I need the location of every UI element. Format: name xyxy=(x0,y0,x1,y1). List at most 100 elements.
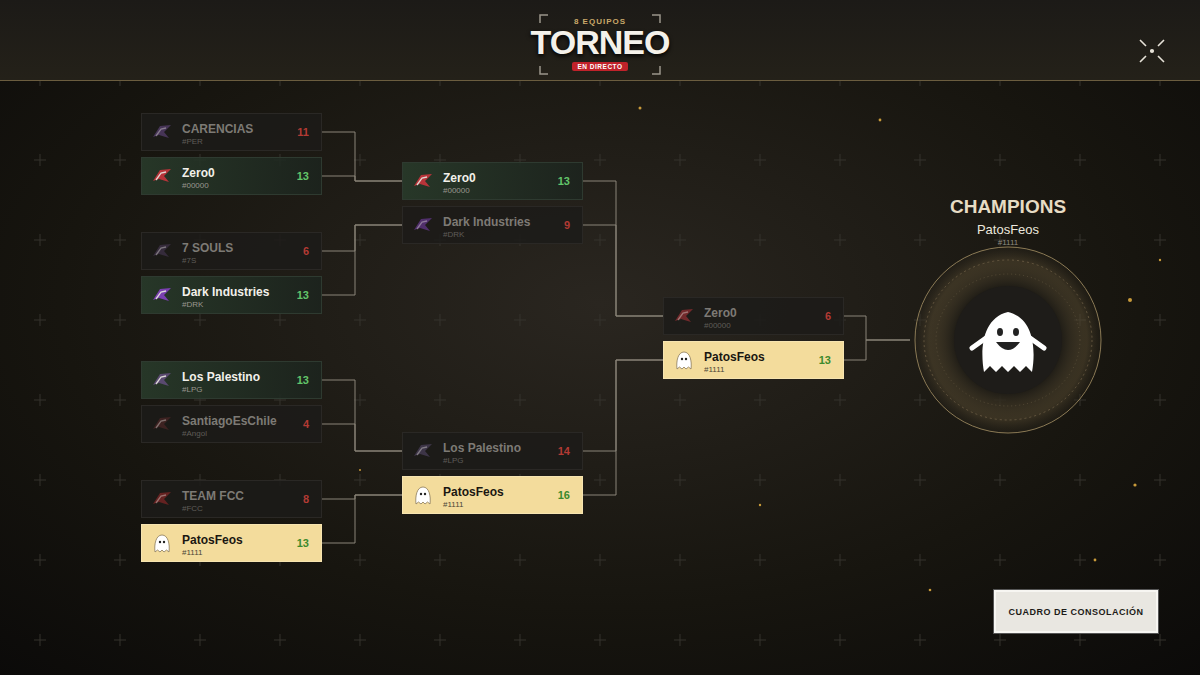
team-tag: #00000 xyxy=(443,186,470,195)
bracket-connector xyxy=(322,495,402,543)
team-entry: Zero0#00000 13 xyxy=(402,162,583,200)
team-tag: #1111 xyxy=(443,500,463,509)
bracket-connector xyxy=(322,380,402,451)
team-logo xyxy=(151,121,173,143)
button-label: CUADRO DE CONSOLACIÓN xyxy=(996,607,1156,617)
ghost-logo xyxy=(155,535,169,552)
logo-shape xyxy=(153,125,171,138)
team-score: 13 xyxy=(558,175,570,187)
team-tag: #Angol xyxy=(182,429,207,438)
bracket-connector xyxy=(322,424,402,451)
team-logo xyxy=(673,349,695,371)
team-logo xyxy=(151,240,173,262)
bracket-connector xyxy=(583,225,663,316)
logo-shape xyxy=(153,492,171,505)
logo-shape xyxy=(153,373,171,386)
team-name: PatosFeos xyxy=(443,485,504,499)
ghost-eye xyxy=(424,493,426,495)
team-name: Dark Industries xyxy=(443,215,530,229)
team-tag: #7S xyxy=(182,256,196,265)
logo-stroke xyxy=(417,221,427,229)
team-entry: Zero0#0000013 xyxy=(141,157,322,195)
title: TORNEO xyxy=(531,24,670,60)
bracket-connector xyxy=(322,225,402,251)
team-tag: #DRK xyxy=(443,230,464,239)
champion-name: PatosFeos xyxy=(910,222,1106,237)
logo-stroke xyxy=(678,312,688,320)
consolation-button: CUADRO DE CONSOLACIÓN xyxy=(994,590,1158,633)
logo-stroke xyxy=(156,495,166,503)
team-logo xyxy=(673,305,695,327)
logo-shape xyxy=(414,218,432,231)
team-name: Zero0 xyxy=(443,171,476,185)
bracket-connector xyxy=(583,360,663,495)
champion-panel: CHAMPIONSPatosFeos#1111 xyxy=(910,190,1106,435)
team-name: SantiagoEsChile xyxy=(182,414,277,428)
bracket-connector xyxy=(583,360,663,451)
ghost-eye xyxy=(420,493,422,495)
team-entry: Zero0#00000 6 xyxy=(663,297,844,335)
team-logo xyxy=(151,284,173,306)
team-logo xyxy=(412,214,434,236)
team-name: 7 SOULS xyxy=(182,241,233,255)
team-score: 11 xyxy=(297,126,309,138)
team-score: 6 xyxy=(825,310,831,322)
ghost-eye xyxy=(685,358,687,360)
team-entry: Dark Industries#DRK13 xyxy=(141,276,322,314)
logo-stroke xyxy=(156,376,166,384)
logo-stroke xyxy=(156,291,166,299)
team-logo xyxy=(151,165,173,187)
team-tag: #PER xyxy=(182,137,203,146)
bracket-connector xyxy=(322,176,402,181)
team-name: PatosFeos xyxy=(704,350,765,364)
team-logo xyxy=(412,484,434,506)
team-tag: #LPG xyxy=(182,385,202,394)
team-entry: 7 SOULS#7S6 xyxy=(141,232,322,270)
team-score: 9 xyxy=(564,219,570,231)
team-logo xyxy=(151,532,173,554)
logo-stroke xyxy=(156,247,166,255)
bracket-connector xyxy=(322,132,402,181)
bracket-connector xyxy=(583,181,663,316)
team-entry: PatosFeos#1111 13 xyxy=(663,341,844,379)
team-entry: Los Palestino#LPG 14 xyxy=(402,432,583,470)
team-tag: #LPG xyxy=(443,456,463,465)
logo-shape xyxy=(153,169,171,182)
ghost-logo xyxy=(416,487,430,504)
team-score: 16 xyxy=(558,489,570,501)
champions-heading: CHAMPIONS xyxy=(910,196,1106,218)
logo-shape xyxy=(414,444,432,457)
team-logo xyxy=(412,440,434,462)
team-name: TEAM FCC xyxy=(182,489,244,503)
team-name: Los Palestino xyxy=(443,441,521,455)
logo-stroke xyxy=(417,447,427,455)
team-score: 13 xyxy=(819,354,831,366)
team-entry: SantiagoEsChile#Angol 4 xyxy=(141,405,322,443)
logo-shape xyxy=(153,288,171,301)
ghost-eye xyxy=(163,541,165,543)
team-score: 13 xyxy=(297,170,309,182)
logo-stroke xyxy=(156,172,166,180)
team-logo xyxy=(151,488,173,510)
bracket-connector xyxy=(322,495,402,499)
team-tag: #00000 xyxy=(704,321,731,330)
logo-stroke xyxy=(156,128,166,136)
team-tag: #1111 xyxy=(704,365,724,374)
logo-stroke xyxy=(156,420,166,428)
team-logo xyxy=(151,369,173,391)
team-name: Zero0 xyxy=(182,166,215,180)
team-score: 13 xyxy=(297,289,309,301)
team-name: PatosFeos xyxy=(182,533,243,547)
team-name: Zero0 xyxy=(704,306,737,320)
team-score: 14 xyxy=(558,445,570,457)
ghost-eye xyxy=(681,358,683,360)
team-logo xyxy=(412,170,434,192)
bracket-connector xyxy=(322,225,402,295)
team-tag: #FCC xyxy=(182,504,203,513)
logo-shape xyxy=(153,244,171,257)
team-score: 13 xyxy=(297,374,309,386)
bracket-connector xyxy=(844,316,910,340)
team-score: 4 xyxy=(303,418,309,430)
